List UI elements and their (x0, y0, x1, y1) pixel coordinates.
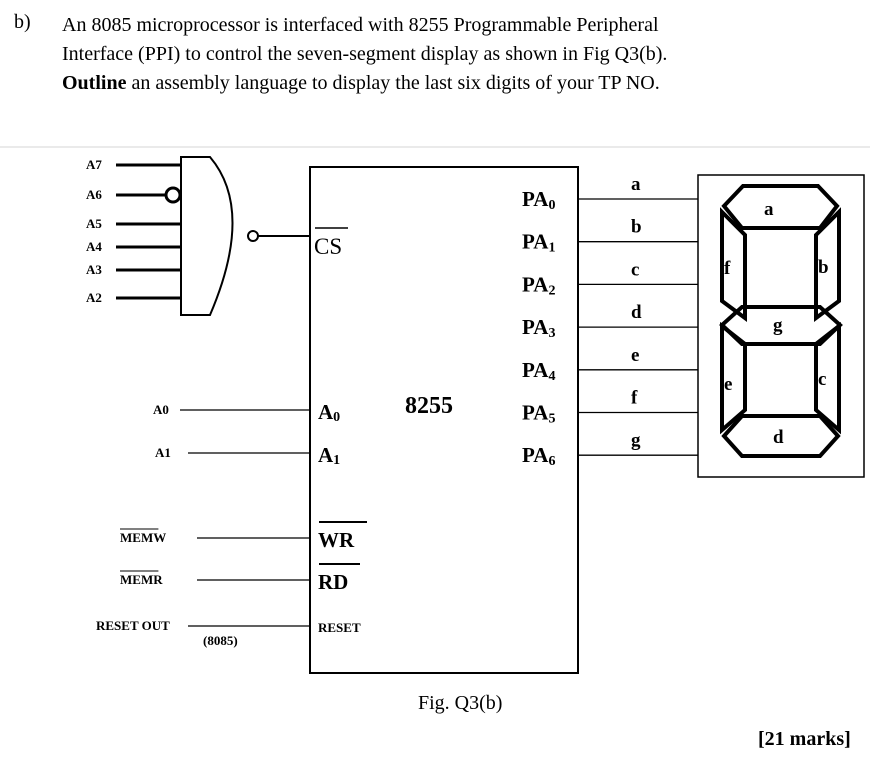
question-label: b) (14, 11, 31, 33)
chip-label: 8255 (405, 393, 453, 419)
segment-d (721, 414, 841, 458)
nand-output-bubble (247, 230, 259, 242)
pin-label-reset: RESET (318, 620, 361, 635)
marks-label: [21 marks] (758, 728, 851, 750)
wire-label-f: f (631, 388, 638, 409)
address-label-a2: A2 (86, 290, 102, 305)
address-label-a7: A7 (86, 157, 102, 172)
outline-keyword: Outline (62, 72, 127, 94)
port-pin-pa0: PA0 (522, 187, 555, 213)
segment-label-b: b (818, 257, 829, 278)
segment-label-g: g (773, 315, 783, 336)
wire-label-a: a (631, 174, 641, 195)
address-label-a5: A5 (86, 216, 102, 231)
address-label-a3: A3 (86, 262, 102, 277)
cpu-label: (8085) (203, 633, 238, 648)
cs-pin-label: CS (314, 234, 342, 259)
address-label-a4: A4 (86, 239, 102, 254)
segment-label-a: a (764, 199, 774, 220)
wire-label-g: g (631, 430, 641, 451)
wire-label-b: b (631, 217, 642, 238)
question-line-1: An 8085 microprocessor is interfaced wit… (62, 14, 659, 36)
port-pin-pa2: PA2 (522, 272, 555, 298)
chip-8255-box (309, 166, 579, 674)
pin-label-a0: A0 (318, 400, 340, 425)
display-frame (697, 174, 865, 478)
question-line-2: Interface (PPI) to control the seven-seg… (62, 43, 668, 65)
segment-a (721, 184, 840, 230)
pin-label-a1: A1 (318, 443, 340, 468)
segment-g (719, 305, 843, 346)
signal-label-a0: A0 (153, 402, 169, 417)
wire-label-e: e (631, 345, 639, 366)
signal-label-reset-out: RESET OUT (96, 618, 170, 633)
port-pin-pa5: PA5 (522, 401, 555, 427)
segment-label-e: e (724, 374, 732, 395)
question-line-3: Outline an assembly language to display … (62, 69, 862, 98)
segment-label-c: c (818, 369, 826, 390)
signal-label-a1: A1 (155, 445, 171, 460)
segment-label-d: d (773, 427, 784, 448)
pin-label-rd: RD (318, 570, 348, 594)
wire-label-c: c (631, 259, 639, 280)
port-pin-pa6: PA6 (522, 443, 555, 469)
signal-label-memw: MEMW (120, 530, 166, 545)
wire-label-d: d (631, 302, 642, 323)
segment-label-f: f (724, 258, 731, 279)
question-text: An 8085 microprocessor is interfaced wit… (62, 11, 862, 98)
port-pin-pa3: PA3 (522, 315, 555, 341)
signal-label-memr: MEMR (120, 572, 163, 587)
nand-gate (180, 156, 234, 316)
question-line-3-rest: an assembly language to display the last… (126, 72, 660, 94)
port-pin-pa4: PA4 (522, 358, 555, 384)
address-label-a6: A6 (86, 187, 102, 202)
figure-caption: Fig. Q3(b) (418, 692, 502, 714)
segment-f (720, 207, 747, 322)
inverter-bubble-a6 (164, 186, 182, 204)
port-pin-pa1: PA1 (522, 230, 555, 256)
segment-b (814, 207, 841, 322)
pin-label-wr: WR (318, 528, 355, 552)
